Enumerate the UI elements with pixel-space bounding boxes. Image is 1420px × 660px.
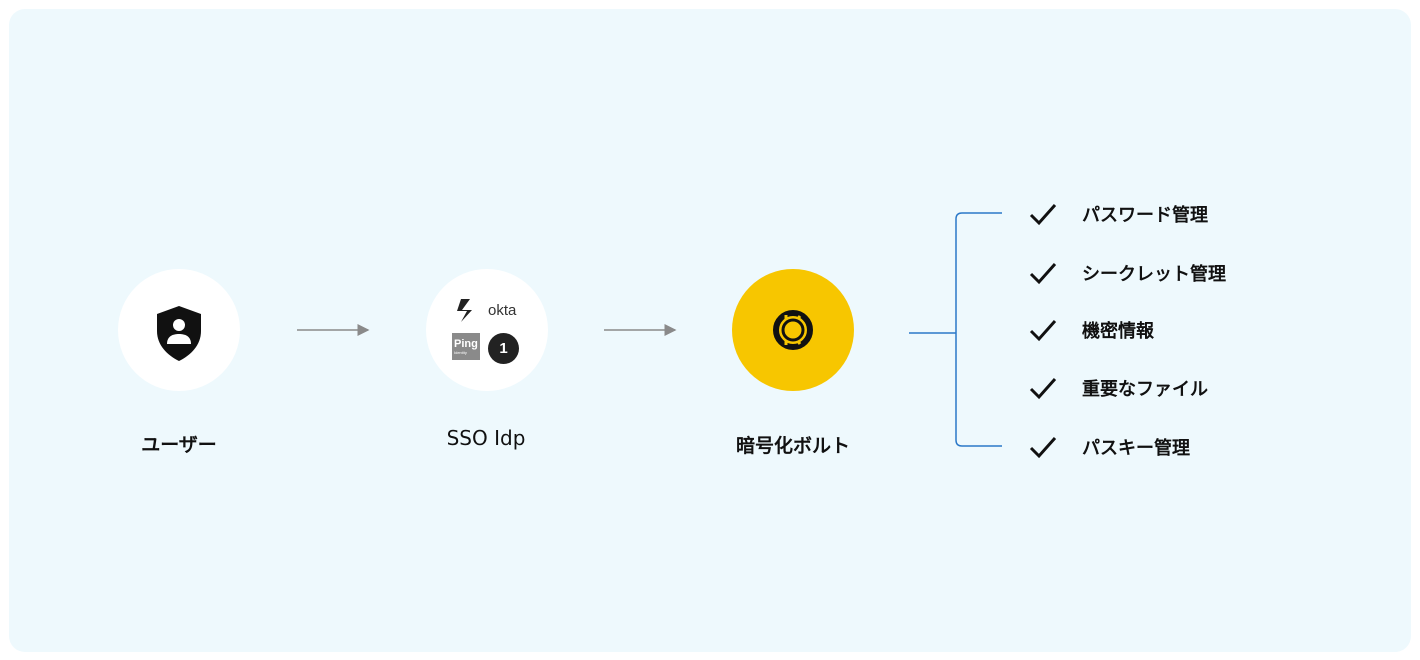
ping-logo-text: Ping: [454, 338, 478, 350]
feature-label: パスキー管理: [1082, 438, 1190, 459]
okta-logo-text: okta: [488, 302, 517, 319]
checkmark-icon: [1029, 204, 1057, 226]
bracket-connector: [909, 212, 1002, 447]
user-node: [118, 269, 240, 391]
sso-node: [426, 269, 548, 391]
sso-label: SSO Idp: [446, 426, 526, 450]
checkmark-icon: [1029, 320, 1057, 342]
vault-node: [732, 269, 854, 391]
checkmark-icon: [1029, 378, 1057, 400]
vault-label: 暗号化ボルト: [735, 435, 850, 457]
feature-label: パスワード管理: [1082, 205, 1208, 226]
feature-label: シークレット管理: [1082, 264, 1226, 285]
checkmark-icon: [1029, 263, 1057, 285]
shield-user-icon: [157, 306, 201, 361]
diagram-panel: [9, 9, 1411, 652]
feature-item: パスキー管理: [1028, 432, 1190, 462]
feature-item: 重要なファイル: [1028, 373, 1208, 403]
feature-item: シークレット管理: [1028, 258, 1226, 288]
feature-item: パスワード管理: [1028, 199, 1208, 229]
user-label: ユーザー: [141, 434, 217, 456]
checkmark-icon: [1029, 437, 1057, 459]
feature-label: 重要なファイル: [1082, 379, 1208, 400]
onelogin-logo: 1: [488, 333, 519, 364]
feature-label: 機密情報: [1082, 321, 1154, 342]
keeper-logo-icon: [773, 310, 813, 350]
feature-item: 機密情報: [1028, 315, 1154, 345]
ping-logo-subtext: Identity: [454, 350, 467, 355]
ping-logo: Ping Identity: [452, 333, 480, 360]
